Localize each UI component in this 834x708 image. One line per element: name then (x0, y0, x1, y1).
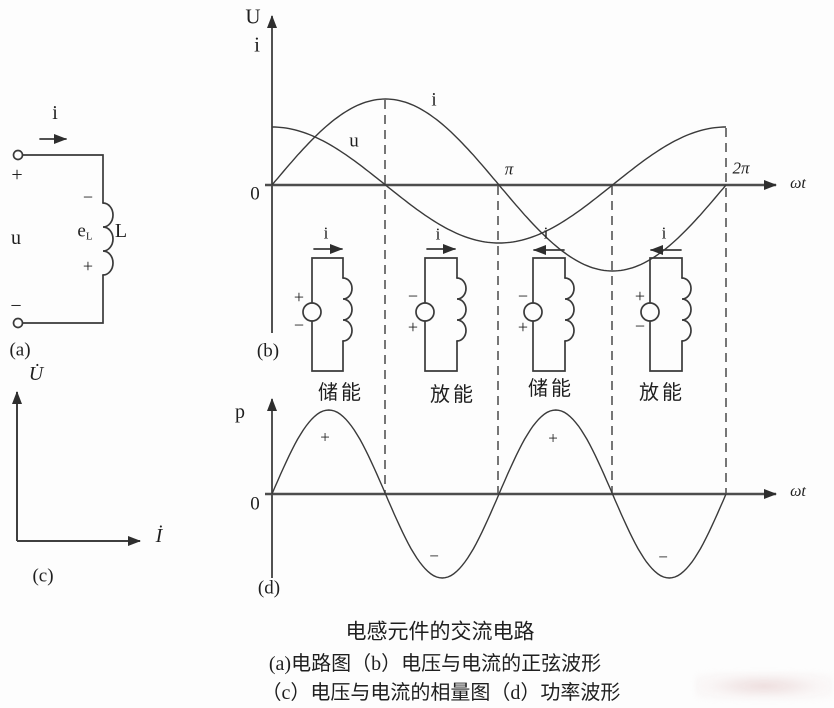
inductor-label: L (114, 220, 128, 242)
plot-d-axes (265, 398, 777, 578)
mini-circuit-2 (415, 244, 467, 372)
mini2-sign-top: − (407, 286, 419, 306)
dashed-guide-lines (384, 100, 727, 494)
power-sign-1: + (320, 427, 330, 447)
power-curve-p (271, 409, 727, 579)
source-circle (640, 302, 660, 322)
emf-plus-sign: + (82, 256, 94, 276)
mini2-current-label: i (435, 224, 441, 244)
phasor-c (12, 391, 141, 546)
terminal-bottom (12, 317, 24, 329)
fig-label-a: (a) (9, 339, 31, 361)
mini4-caption: 放能 (639, 382, 685, 404)
mini1-sign-bottom: − (293, 315, 305, 335)
mini4-sign-bottom: − (634, 316, 646, 336)
mini-circuit-3 (523, 245, 575, 372)
mini1-current-label: i (323, 223, 329, 243)
caption-title: 电感元件的交流电路 (345, 619, 535, 644)
fig-label-b: (b) (256, 340, 280, 362)
mini3-sign-bottom: + (517, 317, 529, 337)
mini4-sign-top: + (634, 286, 646, 306)
plot-b-ylabel-i: i (254, 32, 260, 57)
mini2-sign-bottom: + (407, 317, 419, 337)
source-circle (523, 302, 543, 322)
emf-label: eL (77, 220, 93, 243)
mini-coil (564, 277, 575, 342)
terminal-top (12, 149, 24, 161)
circuit-a-voltage-label: u (11, 227, 21, 249)
phasor-voltage-label: U̇ (28, 363, 44, 385)
plot-b-axes (265, 15, 777, 333)
source-circle (302, 302, 322, 322)
watermark-smear (695, 672, 833, 700)
fig-label-c: (c) (32, 565, 54, 587)
mini4-current-label: i (661, 223, 667, 243)
fig-label-d: (d) (257, 577, 281, 599)
mini2-caption: 放能 (430, 384, 476, 406)
power-sign-2: − (429, 546, 439, 566)
mini1-caption: 储能 (318, 382, 364, 404)
plot-b-origin-label: 0 (250, 183, 260, 205)
mini-circuit-1 (302, 244, 353, 372)
phasor-current-label: İ (155, 525, 163, 547)
circuit-a-minus-sign: − (10, 295, 22, 317)
caption-line-ab: (a)电路图（b）电压与电流的正弦波形 (268, 653, 602, 675)
mini3-caption: 储能 (528, 378, 574, 400)
circuit-a (12, 134, 114, 329)
curve-i-label: i (431, 89, 437, 111)
plot-b-xlabel: ωt (790, 175, 806, 192)
mini1-sign-top: + (293, 287, 305, 307)
inductor-coil (102, 202, 114, 276)
emf-minus-sign: − (82, 187, 94, 207)
circuit-a-plus-sign: + (11, 164, 23, 186)
mini-coil (456, 277, 467, 342)
mini-circuit-4 (640, 245, 692, 372)
power-sign-3: + (548, 428, 558, 448)
plot-d-origin-label: 0 (250, 493, 260, 515)
plot-d-ylabel: p (235, 401, 245, 423)
curve-u-label: u (349, 130, 359, 152)
voltage-curve-u (272, 126, 726, 244)
plot-d-xlabel: ωt (790, 483, 806, 500)
mini-coil (342, 277, 353, 342)
tick-pi-label: π (504, 159, 514, 179)
plot-b-ylabel-U: U (245, 4, 261, 29)
circuit-a-current-label: i (52, 102, 58, 124)
caption-line-cd: （c）电压与电流的相量图（d）功率波形 (261, 682, 621, 704)
mini3-sign-top: − (517, 286, 529, 306)
tick-2pi-label: 2π (732, 158, 750, 178)
power-sign-4: − (658, 547, 668, 567)
mini3-current-label: i (543, 223, 549, 243)
mini-coil (681, 277, 692, 342)
source-circle (415, 302, 435, 322)
